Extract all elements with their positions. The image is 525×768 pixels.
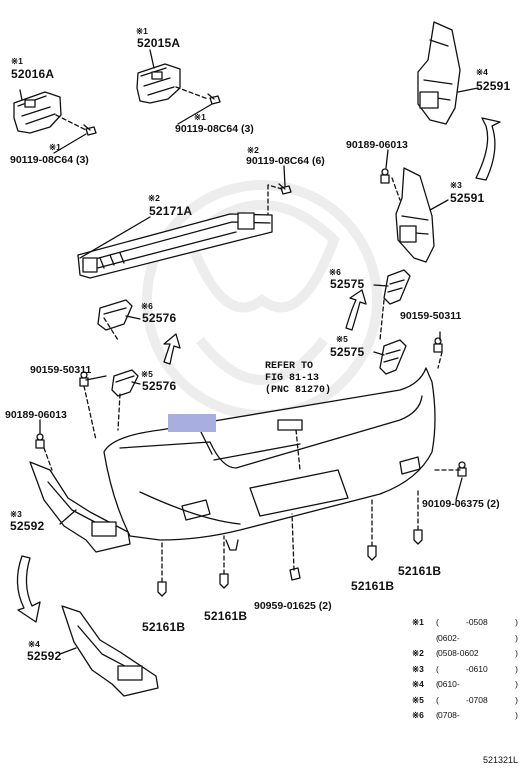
part-number-label: 52576 bbox=[142, 311, 177, 325]
label-mark: ※1 bbox=[194, 112, 206, 122]
retainer-52576-upper bbox=[97, 299, 133, 331]
figure-code: 521321L bbox=[482, 755, 518, 765]
bolt-icon bbox=[83, 124, 97, 136]
retainer-52575-lower bbox=[379, 339, 407, 375]
part-number-label: 52576 bbox=[142, 379, 177, 393]
label-mark: ※6 bbox=[141, 301, 153, 311]
legend-range-text: -0508 bbox=[466, 617, 488, 627]
label-mark: ※3 bbox=[450, 180, 462, 190]
part-number-label: 52592 bbox=[27, 649, 62, 663]
part-number-label: 52575 bbox=[330, 277, 365, 291]
legend-row: ※3 -0610 bbox=[412, 664, 522, 680]
bracket-52016a bbox=[13, 91, 62, 134]
retainer-52576-lower bbox=[111, 369, 139, 397]
part-number-label: 90959-01625 (2) bbox=[254, 600, 332, 612]
bumper-reinforcement bbox=[77, 212, 273, 279]
label-mark: ※1 bbox=[11, 56, 23, 66]
part-number-label: 52591 bbox=[476, 79, 511, 93]
label-mark: ※4 bbox=[476, 67, 488, 77]
part-number-label: 52161B bbox=[398, 564, 442, 578]
legend-row: ※6 0708- bbox=[412, 710, 522, 726]
label-mark: ※5 bbox=[336, 334, 348, 344]
reference-line: FIG 81-13 bbox=[265, 373, 320, 384]
label-mark: ※1 bbox=[49, 142, 61, 152]
legend-range-text: 0610- bbox=[438, 679, 460, 689]
part-number-label: 90189-06013 bbox=[5, 409, 67, 421]
bracket-52015a bbox=[136, 63, 181, 104]
legend: ※1 -0508 0602- ※2 0508-0602 ※3 -0610 ※4 0610… bbox=[412, 617, 522, 726]
legend-range-text: 0708- bbox=[438, 710, 460, 720]
liner-upper-4 bbox=[417, 21, 461, 125]
part-number-label: 52161B bbox=[142, 620, 186, 634]
arrow-icon bbox=[16, 555, 41, 623]
part-number-label: 52161B bbox=[204, 609, 248, 623]
part-number-label: 90119-08C64 (6) bbox=[246, 155, 325, 167]
legend-row: ※2 0508-0602 bbox=[412, 648, 522, 664]
label-mark: ※1 bbox=[136, 26, 148, 36]
legend-row: ※1 -0508 bbox=[412, 617, 522, 633]
clip-52161b-icon bbox=[413, 529, 423, 545]
part-number-label: 90159-50311 bbox=[400, 310, 462, 322]
arrow-icon bbox=[345, 289, 367, 331]
part-number-label: 52161B bbox=[351, 579, 395, 593]
screw-icon bbox=[433, 337, 443, 353]
legend-mark: ※1 bbox=[412, 617, 424, 627]
legend-mark: ※2 bbox=[412, 648, 424, 658]
part-number-label: 90119-08C64 (3) bbox=[175, 123, 254, 135]
part-number-label: 52575 bbox=[330, 345, 365, 359]
bolt-icon bbox=[207, 93, 221, 105]
part-number-label: 52016A bbox=[11, 67, 55, 81]
clip-52161b-icon bbox=[367, 545, 377, 561]
part-number-label: 90189-06013 bbox=[346, 139, 408, 151]
part-number-label: 90119-08C64 (3) bbox=[10, 154, 89, 166]
highlight-box bbox=[168, 414, 216, 432]
legend-range-text: -0610 bbox=[466, 663, 488, 674]
rear-bumper-cover bbox=[103, 367, 436, 551]
legend-mark: ※3 bbox=[412, 663, 424, 674]
bolt-icon bbox=[278, 183, 292, 195]
part-number-label: 52592 bbox=[10, 519, 45, 533]
clip-icon bbox=[35, 433, 45, 449]
reference-line: (PNC 81270) bbox=[265, 385, 332, 396]
arrow-icon bbox=[163, 333, 181, 365]
reference-note: REFER TO FIG 81-13 (PNC 81270) bbox=[265, 361, 331, 397]
arrow-icon bbox=[475, 117, 501, 181]
legend-row: ※5 -0708 bbox=[412, 695, 522, 711]
legend-row: 0602- bbox=[412, 633, 522, 649]
label-mark: ※5 bbox=[141, 369, 153, 379]
legend-mark: ※4 bbox=[412, 679, 424, 689]
part-number-label: 52171A bbox=[149, 204, 193, 218]
legend-range-text: 0508-0602 bbox=[438, 648, 479, 658]
retainer-52575-upper bbox=[383, 269, 411, 305]
reference-line: REFER TO bbox=[265, 361, 314, 372]
leader-lines-lower bbox=[43, 177, 461, 583]
clip-52161b-icon bbox=[219, 573, 229, 589]
legend-row: ※4 0610- bbox=[412, 679, 522, 695]
liner-upper-3 bbox=[395, 167, 435, 263]
legend-mark: ※6 bbox=[412, 710, 424, 720]
legend-range-text: -0708 bbox=[466, 694, 488, 705]
label-mark: ※2 bbox=[148, 193, 160, 203]
label-mark: ※4 bbox=[28, 639, 40, 649]
label-mark: ※6 bbox=[329, 267, 341, 277]
clip-icon bbox=[380, 168, 390, 184]
liner-lower-4 bbox=[61, 605, 159, 697]
label-leaders bbox=[19, 49, 479, 655]
leader-lines bbox=[55, 86, 283, 219]
liner-lower-3 bbox=[29, 461, 131, 553]
part-number-label: 90109-06375 (2) bbox=[422, 498, 500, 510]
part-number-label: 90159-50311 bbox=[30, 364, 92, 376]
screw-icon bbox=[457, 461, 467, 477]
part-number-label: 52015A bbox=[137, 36, 181, 50]
part-number-label: 52591 bbox=[450, 191, 485, 205]
legend-mark: ※5 bbox=[412, 694, 424, 705]
nut-icon bbox=[289, 567, 301, 581]
label-mark: ※2 bbox=[247, 145, 259, 155]
label-mark: ※3 bbox=[10, 509, 22, 519]
legend-range-text: 0602- bbox=[438, 632, 460, 643]
clip-52161b-icon bbox=[157, 581, 167, 597]
